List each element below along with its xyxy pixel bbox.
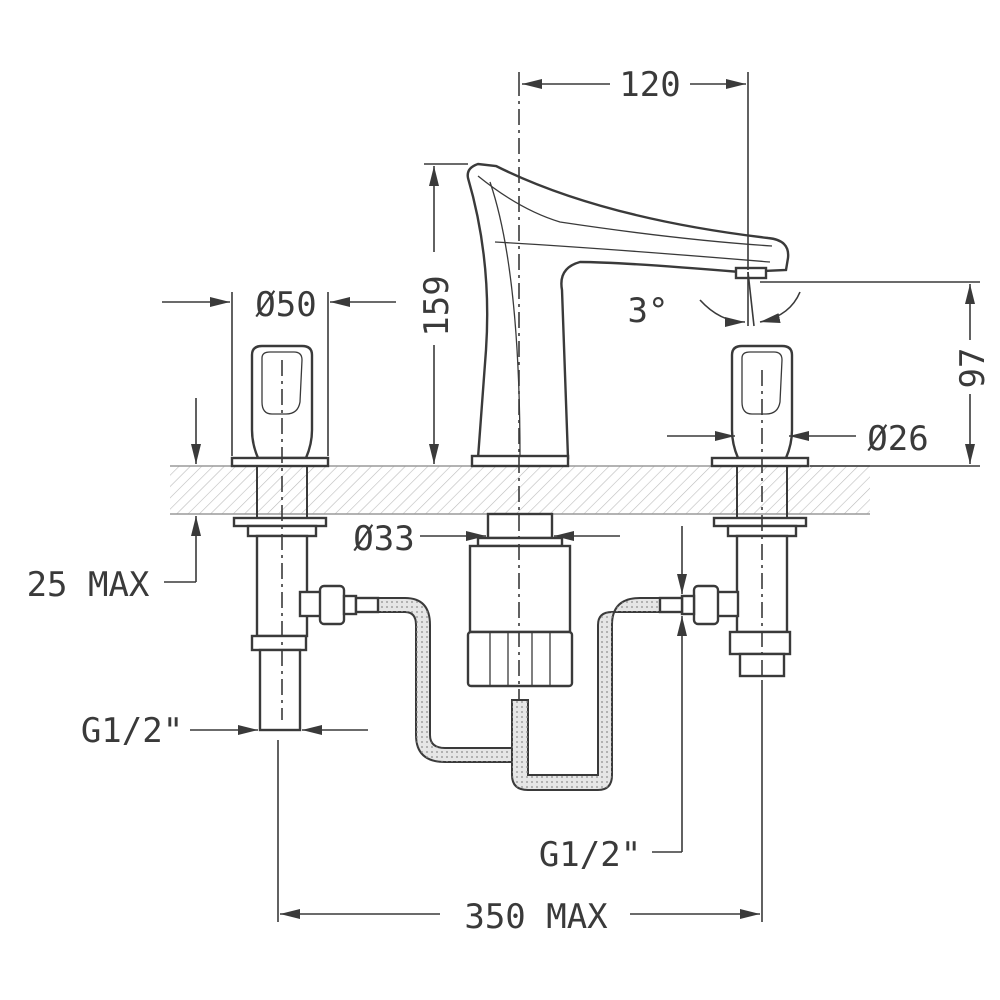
dimension-spout-height (424, 163, 468, 464)
label-handle-diameter: Ø50 (255, 285, 316, 325)
dimension-outlet-height (760, 281, 980, 467)
label-left-connection: G1/2" (81, 711, 183, 751)
label-spout-angle: 3° (628, 291, 669, 331)
label-max-spacing: 350 MAX (464, 897, 608, 937)
dimension-max-spacing (277, 680, 763, 922)
dimension-spout-angle (699, 271, 801, 327)
label-right-connection: G1/2" (539, 835, 641, 875)
label-spout-height: 159 (417, 275, 457, 336)
spout-body (466, 162, 790, 688)
label-outlet-height: 97 (953, 348, 993, 389)
dimension-right-connection (652, 526, 687, 853)
label-deck-thickness: 25 MAX (27, 565, 150, 605)
dimension-handle-diameter (162, 292, 396, 456)
flexible-hoses (377, 597, 661, 791)
dimension-deck-thickness (164, 398, 201, 583)
label-body-diameter: Ø33 (353, 519, 414, 559)
label-stem-diameter: Ø26 (867, 419, 928, 459)
label-spout-reach: 120 (619, 65, 680, 105)
center-lines (281, 80, 763, 720)
countertop-deck (170, 465, 870, 515)
dimension-spout-reach (518, 72, 749, 270)
